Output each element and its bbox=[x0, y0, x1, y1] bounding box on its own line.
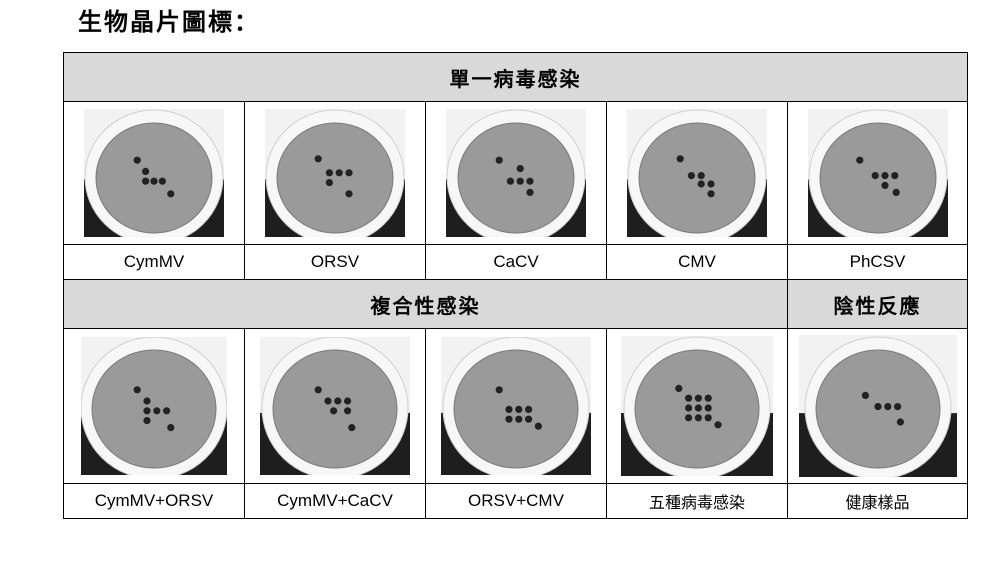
spot bbox=[534, 422, 542, 430]
chip-label: PhCSV bbox=[786, 244, 969, 280]
spot bbox=[344, 397, 352, 405]
spot bbox=[516, 165, 524, 173]
chip-label: CymMV+ORSV bbox=[63, 483, 245, 519]
spot bbox=[505, 405, 513, 413]
spot bbox=[525, 405, 533, 413]
chip-cell-healthy bbox=[786, 328, 969, 484]
spot bbox=[697, 172, 705, 180]
spot bbox=[142, 177, 150, 185]
spot bbox=[880, 181, 889, 189]
chip-cell-cacv bbox=[425, 101, 607, 245]
well-surface bbox=[819, 122, 937, 234]
spot bbox=[348, 424, 356, 432]
spot bbox=[685, 404, 693, 412]
spot bbox=[873, 403, 882, 411]
spot bbox=[704, 394, 712, 402]
spot bbox=[158, 177, 166, 185]
spot bbox=[892, 188, 900, 196]
spot bbox=[526, 188, 534, 196]
spot bbox=[694, 404, 702, 412]
spot bbox=[861, 391, 869, 399]
spot bbox=[163, 407, 171, 415]
spot bbox=[314, 155, 322, 163]
chip-cell-cymmv-cacv bbox=[244, 328, 426, 484]
section-header-mixed: 複合性感染 bbox=[63, 279, 788, 329]
spot bbox=[325, 179, 333, 187]
spot bbox=[314, 386, 322, 394]
spot bbox=[133, 386, 141, 394]
spot bbox=[495, 156, 503, 164]
section-header-negative: 陰性反應 bbox=[786, 279, 969, 329]
chip-label: ORSV+CMV bbox=[425, 483, 607, 519]
spot bbox=[685, 414, 693, 422]
spot bbox=[143, 407, 151, 415]
chip-cell-phcsv bbox=[786, 101, 969, 245]
section-header-single: 單一病毒感染 bbox=[62, 52, 969, 102]
spot bbox=[167, 424, 175, 432]
chip-label: CMV bbox=[606, 244, 788, 280]
spot bbox=[344, 407, 352, 415]
chip-label: 健康樣品 bbox=[786, 483, 969, 519]
spot bbox=[687, 172, 695, 180]
spot bbox=[334, 397, 342, 405]
spot bbox=[694, 414, 702, 422]
spot bbox=[676, 155, 684, 163]
chip-cell-cmv bbox=[606, 101, 788, 245]
spot bbox=[167, 190, 175, 198]
spot bbox=[345, 169, 353, 177]
chip-label: CaCV bbox=[425, 244, 607, 280]
chip-cell-five bbox=[606, 328, 788, 484]
spot bbox=[893, 403, 901, 411]
spot bbox=[704, 404, 712, 412]
spot bbox=[143, 397, 151, 405]
spot bbox=[707, 190, 715, 198]
chip-label: CymMV+CaCV bbox=[244, 483, 426, 519]
spot bbox=[883, 403, 891, 411]
spot bbox=[345, 190, 353, 198]
spot bbox=[890, 172, 898, 180]
spot bbox=[675, 384, 683, 392]
spot bbox=[335, 169, 343, 177]
chip-label: CymMV bbox=[63, 244, 245, 280]
well-surface bbox=[638, 122, 756, 234]
spot bbox=[325, 169, 333, 177]
spot bbox=[150, 177, 158, 185]
chip-cell-cymmv-orsv bbox=[63, 328, 245, 484]
spot bbox=[505, 415, 513, 423]
spot bbox=[515, 415, 523, 423]
biochip-table: 單一病毒感染 CymMV ORSV CaCV CMV PhCSV 複合性感染 陰… bbox=[62, 52, 969, 519]
spot bbox=[880, 172, 889, 180]
spot bbox=[694, 394, 702, 402]
spot bbox=[704, 414, 712, 422]
well-surface bbox=[276, 122, 394, 234]
chip-cell-cymmv bbox=[63, 101, 245, 245]
spot bbox=[526, 177, 534, 185]
spot bbox=[142, 167, 150, 175]
spot bbox=[896, 418, 904, 426]
spot bbox=[515, 405, 523, 413]
spot bbox=[495, 386, 503, 394]
spot bbox=[525, 415, 533, 423]
spot bbox=[153, 407, 161, 415]
well-surface bbox=[457, 122, 575, 234]
spot bbox=[516, 177, 524, 185]
page-title: 生物晶片圖標： bbox=[78, 7, 260, 36]
spot bbox=[685, 394, 693, 402]
spot bbox=[330, 407, 338, 415]
spot bbox=[697, 180, 705, 188]
chip-label: ORSV bbox=[244, 244, 426, 280]
spot bbox=[324, 397, 332, 405]
chip-cell-orsv-cmv bbox=[425, 328, 607, 484]
spot bbox=[506, 177, 514, 185]
chip-label: 五種病毒感染 bbox=[606, 483, 788, 519]
spot bbox=[855, 156, 863, 164]
chip-cell-orsv bbox=[244, 101, 426, 245]
spot bbox=[714, 421, 722, 429]
spot bbox=[871, 172, 879, 180]
spot bbox=[133, 156, 141, 164]
spot bbox=[707, 180, 715, 188]
spot bbox=[143, 417, 151, 425]
